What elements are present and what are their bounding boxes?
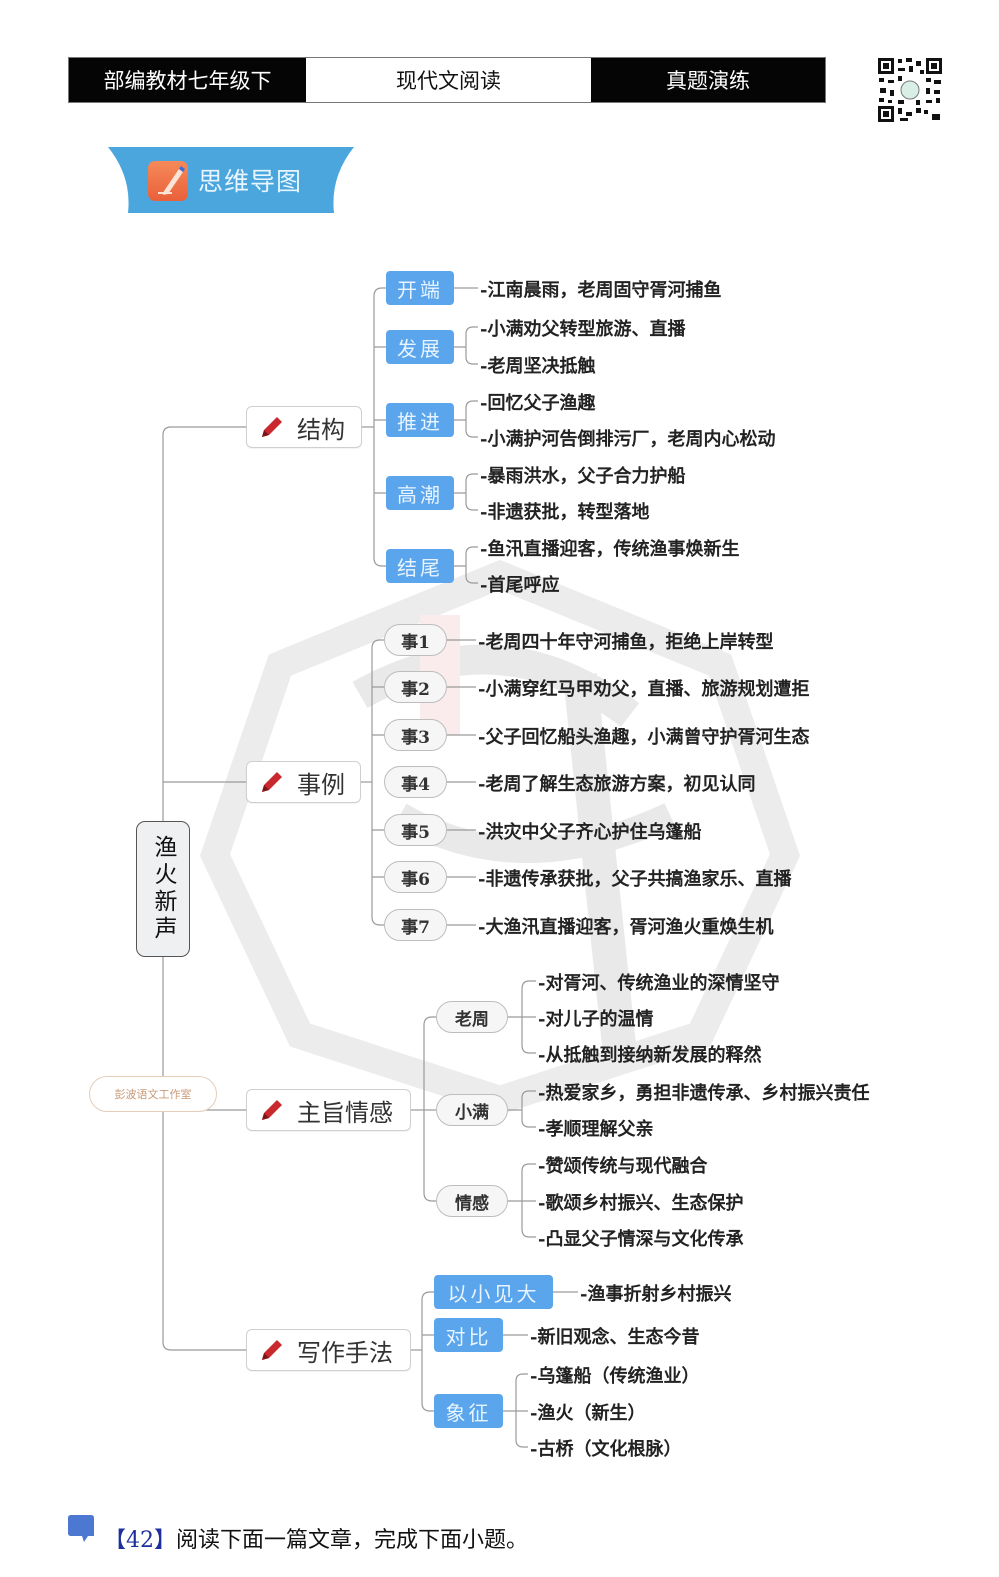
- branch-label: 结构: [297, 415, 345, 444]
- leaf-item: -赞颂传统与现代融合: [538, 1156, 708, 1177]
- leaf-item: -孝顺理解父亲: [538, 1119, 654, 1140]
- studio-label: 彭波语文工作室: [89, 1076, 217, 1112]
- leaf-item: -鱼汛直播迎客，传统渔事焕新生: [480, 539, 740, 560]
- tag-xiao-man[interactable]: 小满: [436, 1094, 508, 1126]
- header-cell-textbook: 部编教材七年级下: [69, 58, 306, 102]
- mindmap-title: 思维导图: [198, 167, 303, 196]
- leaf-item: -歌颂乡村振兴、生态保护: [538, 1193, 744, 1214]
- leaf-item: -渔事折射乡村振兴: [580, 1284, 732, 1305]
- leaf-item: -暴雨洪水，父子合力护船: [480, 466, 686, 487]
- branch-structure[interactable]: 结构: [246, 406, 362, 448]
- bookmark-chat-icon: [68, 1515, 94, 1542]
- branch-writing-techniques[interactable]: 写作手法: [246, 1329, 411, 1371]
- tag-contrast[interactable]: 对比: [434, 1318, 503, 1352]
- leaf-item: -大渔汛直播迎客，胥河渔火重焕生机: [478, 917, 774, 938]
- tag-development[interactable]: 发展: [386, 330, 454, 364]
- question-number: 【42】: [104, 1528, 176, 1553]
- branch-examples[interactable]: 事例: [246, 761, 361, 803]
- leaf-item: -小满劝父转型旅游、直播: [480, 319, 686, 340]
- tag-progression[interactable]: 推进: [386, 403, 454, 437]
- tag-event-6[interactable]: 事6: [384, 861, 447, 893]
- central-topic[interactable]: 渔火新声: [136, 821, 190, 957]
- leaf-item: -非遗获批，转型落地: [480, 502, 650, 523]
- leaf-item: -老周坚决抵触: [480, 356, 596, 377]
- header-cell-section: 现代文阅读: [306, 58, 591, 102]
- tag-event-5[interactable]: 事5: [384, 814, 447, 846]
- tag-symbolism[interactable]: 象征: [434, 1394, 503, 1428]
- branch-theme-emotion[interactable]: 主旨情感: [246, 1089, 411, 1131]
- leaf-item: -回忆父子渔趣: [480, 393, 596, 414]
- leaf-item: -新旧观念、生态今昔: [530, 1327, 700, 1348]
- leaf-item: -江南晨雨，老周固守胥河捕鱼: [480, 280, 722, 301]
- branch-label: 主旨情感: [297, 1098, 393, 1127]
- leaf-item: -热爱家乡，勇担非遗传承、乡村振兴责任: [538, 1083, 870, 1104]
- question-text: 阅读下面一篇文章，完成下面小题。: [176, 1528, 529, 1553]
- tag-event-1[interactable]: 事1: [384, 624, 447, 656]
- leaf-item: -洪灾中父子齐心护住乌篷船: [478, 822, 702, 843]
- pencil-icon: [262, 1340, 282, 1360]
- header-cell-practice: 真题演练: [591, 58, 825, 102]
- tag-opening[interactable]: 开端: [386, 271, 454, 305]
- question-prompt: 【42】阅读下面一篇文章，完成下面小题。: [104, 1522, 528, 1554]
- tag-event-2[interactable]: 事2: [384, 671, 447, 703]
- tag-ending[interactable]: 结尾: [386, 549, 454, 583]
- leaf-item: -小满穿红马甲劝父，直播、旅游规划遭拒: [478, 679, 810, 700]
- leaf-item: -乌篷船（传统渔业）: [530, 1366, 700, 1387]
- tag-event-7[interactable]: 事7: [384, 909, 447, 941]
- leaf-item: -老周四十年守河捕鱼，拒绝上岸转型: [478, 632, 774, 653]
- pencil-icon: [262, 1100, 282, 1120]
- branch-label: 事例: [297, 770, 345, 799]
- notebook-pencil-icon: [148, 161, 188, 201]
- branch-label: 写作手法: [297, 1338, 393, 1367]
- leaf-item: -渔火（新生）: [530, 1403, 646, 1424]
- tag-climax[interactable]: 高潮: [386, 476, 454, 510]
- tag-event-3[interactable]: 事3: [384, 719, 447, 751]
- leaf-item: -古桥（文化根脉）: [530, 1439, 682, 1460]
- leaf-item: -父子回忆船头渔趣，小满曾守护胥河生态: [478, 727, 810, 748]
- qr-code-icon: [876, 56, 944, 124]
- leaf-item: -小满护河告倒排污厂，老周内心松动: [480, 429, 776, 450]
- tag-lao-zhou[interactable]: 老周: [436, 1001, 508, 1033]
- leaf-item: -从抵触到接纳新发展的释然: [538, 1045, 762, 1066]
- pencil-icon: [262, 417, 282, 437]
- leaf-item: -非遗传承获批，父子共搞渔家乐、直播: [478, 869, 792, 890]
- leaf-item: -凸显父子情深与文化传承: [538, 1229, 744, 1250]
- leaf-item: -老周了解生态旅游方案，初见认同: [478, 774, 756, 795]
- tag-event-4[interactable]: 事4: [384, 766, 447, 798]
- tag-emotion[interactable]: 情感: [436, 1185, 508, 1217]
- leaf-item: -对胥河、传统渔业的深情坚守: [538, 973, 780, 994]
- tag-small-to-large[interactable]: 以小见大: [434, 1275, 553, 1309]
- leaf-item: -对儿子的温情: [538, 1009, 654, 1030]
- leaf-item: -首尾呼应: [480, 575, 560, 596]
- header-bar: 部编教材七年级下 现代文阅读 真题演练: [68, 57, 826, 103]
- pencil-icon: [262, 772, 282, 792]
